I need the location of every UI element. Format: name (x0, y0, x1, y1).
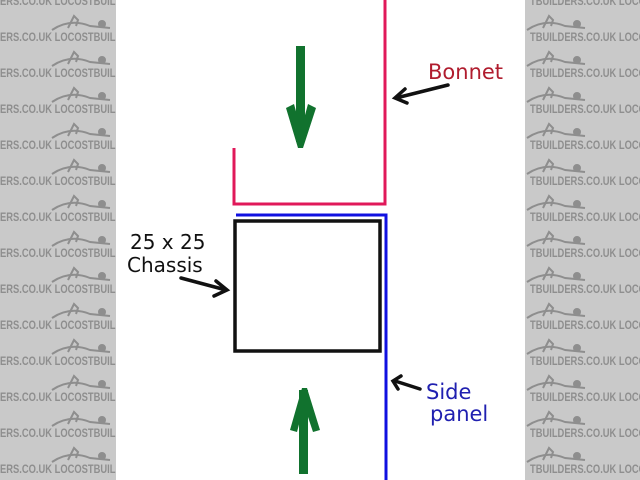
watermark-row: ERS.CO.UK LOCOSTBUILDE (0, 266, 116, 308)
watermark-row: ERS.CO.UK LOCOSTBUILDE (0, 374, 116, 416)
side-panel-label-line2: panel (430, 402, 489, 426)
watermark-row: TBUILDERS.CO.UK LOCOST (530, 0, 640, 8)
green-down-arrow-icon (286, 46, 316, 148)
watermark-row: TBUILDERS.CO.UK LOCOST (525, 302, 640, 344)
side-panel-pointer-arrow-icon (390, 374, 422, 391)
watermark-left: ERS.CO.UK LOCOSTBUILDE ERS.CO.UK LOCOSTB… (0, 0, 116, 480)
watermark-row: ERS.CO.UK LOCOSTBUILDE (0, 446, 116, 480)
watermark-row: TBUILDERS.CO.UK LOCOST (525, 86, 640, 128)
watermark-row: ERS.CO.UK LOCOSTBUILDE (0, 122, 116, 164)
bonnet-label: Bonnet (428, 60, 504, 84)
watermark-row: ERS.CO.UK LOCOSTBUILDE (0, 0, 116, 8)
watermark-row: TBUILDERS.CO.UK LOCOST (525, 194, 640, 236)
watermark-row: TBUILDERS.CO.UK LOCOST (525, 266, 640, 308)
chassis-square (233, 219, 382, 353)
watermark-row: TBUILDERS.CO.UK LOCOST (525, 122, 640, 164)
chassis-label-line2: Chassis (127, 253, 203, 277)
watermark-row: TBUILDERS.CO.UK LOCOST (525, 374, 640, 416)
watermark-row: TBUILDERS.CO.UK LOCOST (525, 14, 640, 56)
watermark-row: TBUILDERS.CO.UK LOCOST (525, 230, 640, 272)
watermark-row: ERS.CO.UK LOCOSTBUILDE (0, 338, 116, 380)
chassis-label-line1: 25 x 25 (130, 230, 206, 254)
watermark-row: ERS.CO.UK LOCOSTBUILDE (0, 302, 116, 344)
side-panel-outline (236, 213, 388, 480)
bonnet-pointer-arrow-icon (391, 83, 450, 105)
watermark-row: TBUILDERS.CO.UK LOCOST (525, 446, 640, 480)
green-up-arrow-icon (290, 388, 320, 474)
watermark-row: ERS.CO.UK LOCOSTBUILDE (0, 410, 116, 452)
watermark-row: ERS.CO.UK LOCOSTBUILDE (0, 86, 116, 128)
watermark-row: ERS.CO.UK LOCOSTBUILDE (0, 14, 116, 56)
side-panel-label-line1: Side (426, 380, 472, 404)
watermark-row: TBUILDERS.CO.UK LOCOST (525, 338, 640, 380)
watermark-right: TBUILDERS.CO.UK LOCOST TBUILDERS.CO.UK L… (525, 0, 640, 480)
watermark-row: TBUILDERS.CO.UK LOCOST (525, 158, 640, 200)
bonnet-outline (232, 0, 387, 206)
chassis-pointer-arrow-icon (179, 276, 231, 298)
watermark-row: TBUILDERS.CO.UK LOCOST (525, 410, 640, 452)
watermark-row: TBUILDERS.CO.UK LOCOST (525, 50, 640, 92)
watermark-row: ERS.CO.UK LOCOSTBUILDE (0, 50, 116, 92)
watermark-row: ERS.CO.UK LOCOSTBUILDE (0, 194, 116, 236)
watermark-row: ERS.CO.UK LOCOSTBUILDE (0, 230, 116, 272)
watermark-row: ERS.CO.UK LOCOSTBUILDE (0, 158, 116, 200)
